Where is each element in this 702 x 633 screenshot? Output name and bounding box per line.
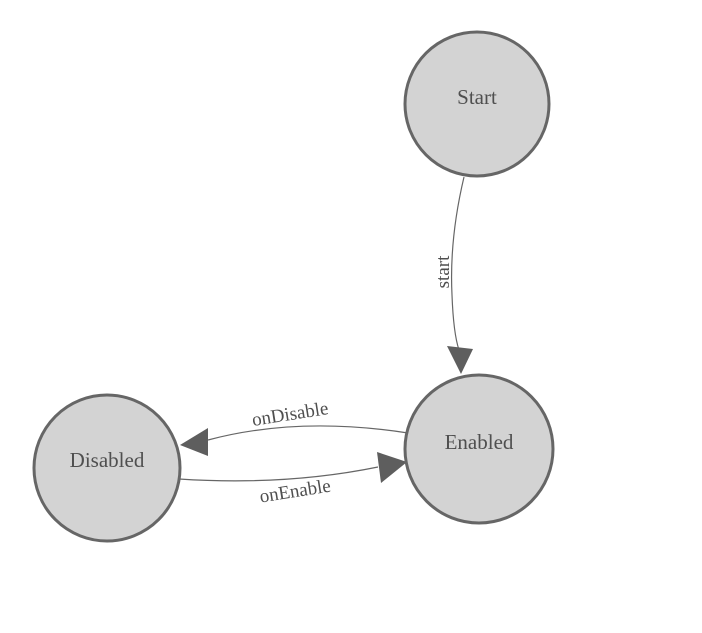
arrowhead-into-enabled-left — [377, 452, 407, 483]
arrowhead-into-disabled — [180, 428, 208, 456]
edge-line-ondisable[interactable] — [207, 425, 409, 441]
enabled-node-label: Enabled — [445, 430, 514, 454]
state-node-start[interactable]: Start — [403, 30, 551, 178]
edge-disabled-to-enabled[interactable]: onEnable — [178, 452, 407, 508]
disabled-node-circle[interactable] — [32, 393, 182, 543]
start-node-circle[interactable] — [403, 30, 551, 178]
edge-enabled-to-disabled[interactable]: onDisable — [180, 398, 409, 456]
state-node-enabled[interactable]: Enabled — [403, 373, 555, 525]
edge-label-start: start — [433, 255, 454, 288]
edge-line-start[interactable] — [450, 176, 465, 351]
enabled-node-circle[interactable] — [403, 373, 555, 525]
state-node-disabled[interactable]: Disabled — [32, 393, 182, 543]
edge-line-onenable[interactable] — [178, 466, 379, 482]
arrowhead-into-enabled-top — [447, 346, 473, 374]
start-node-label: Start — [457, 85, 497, 109]
disabled-node-label: Disabled — [70, 448, 145, 472]
edge-start-to-enabled[interactable]: start — [433, 176, 473, 374]
